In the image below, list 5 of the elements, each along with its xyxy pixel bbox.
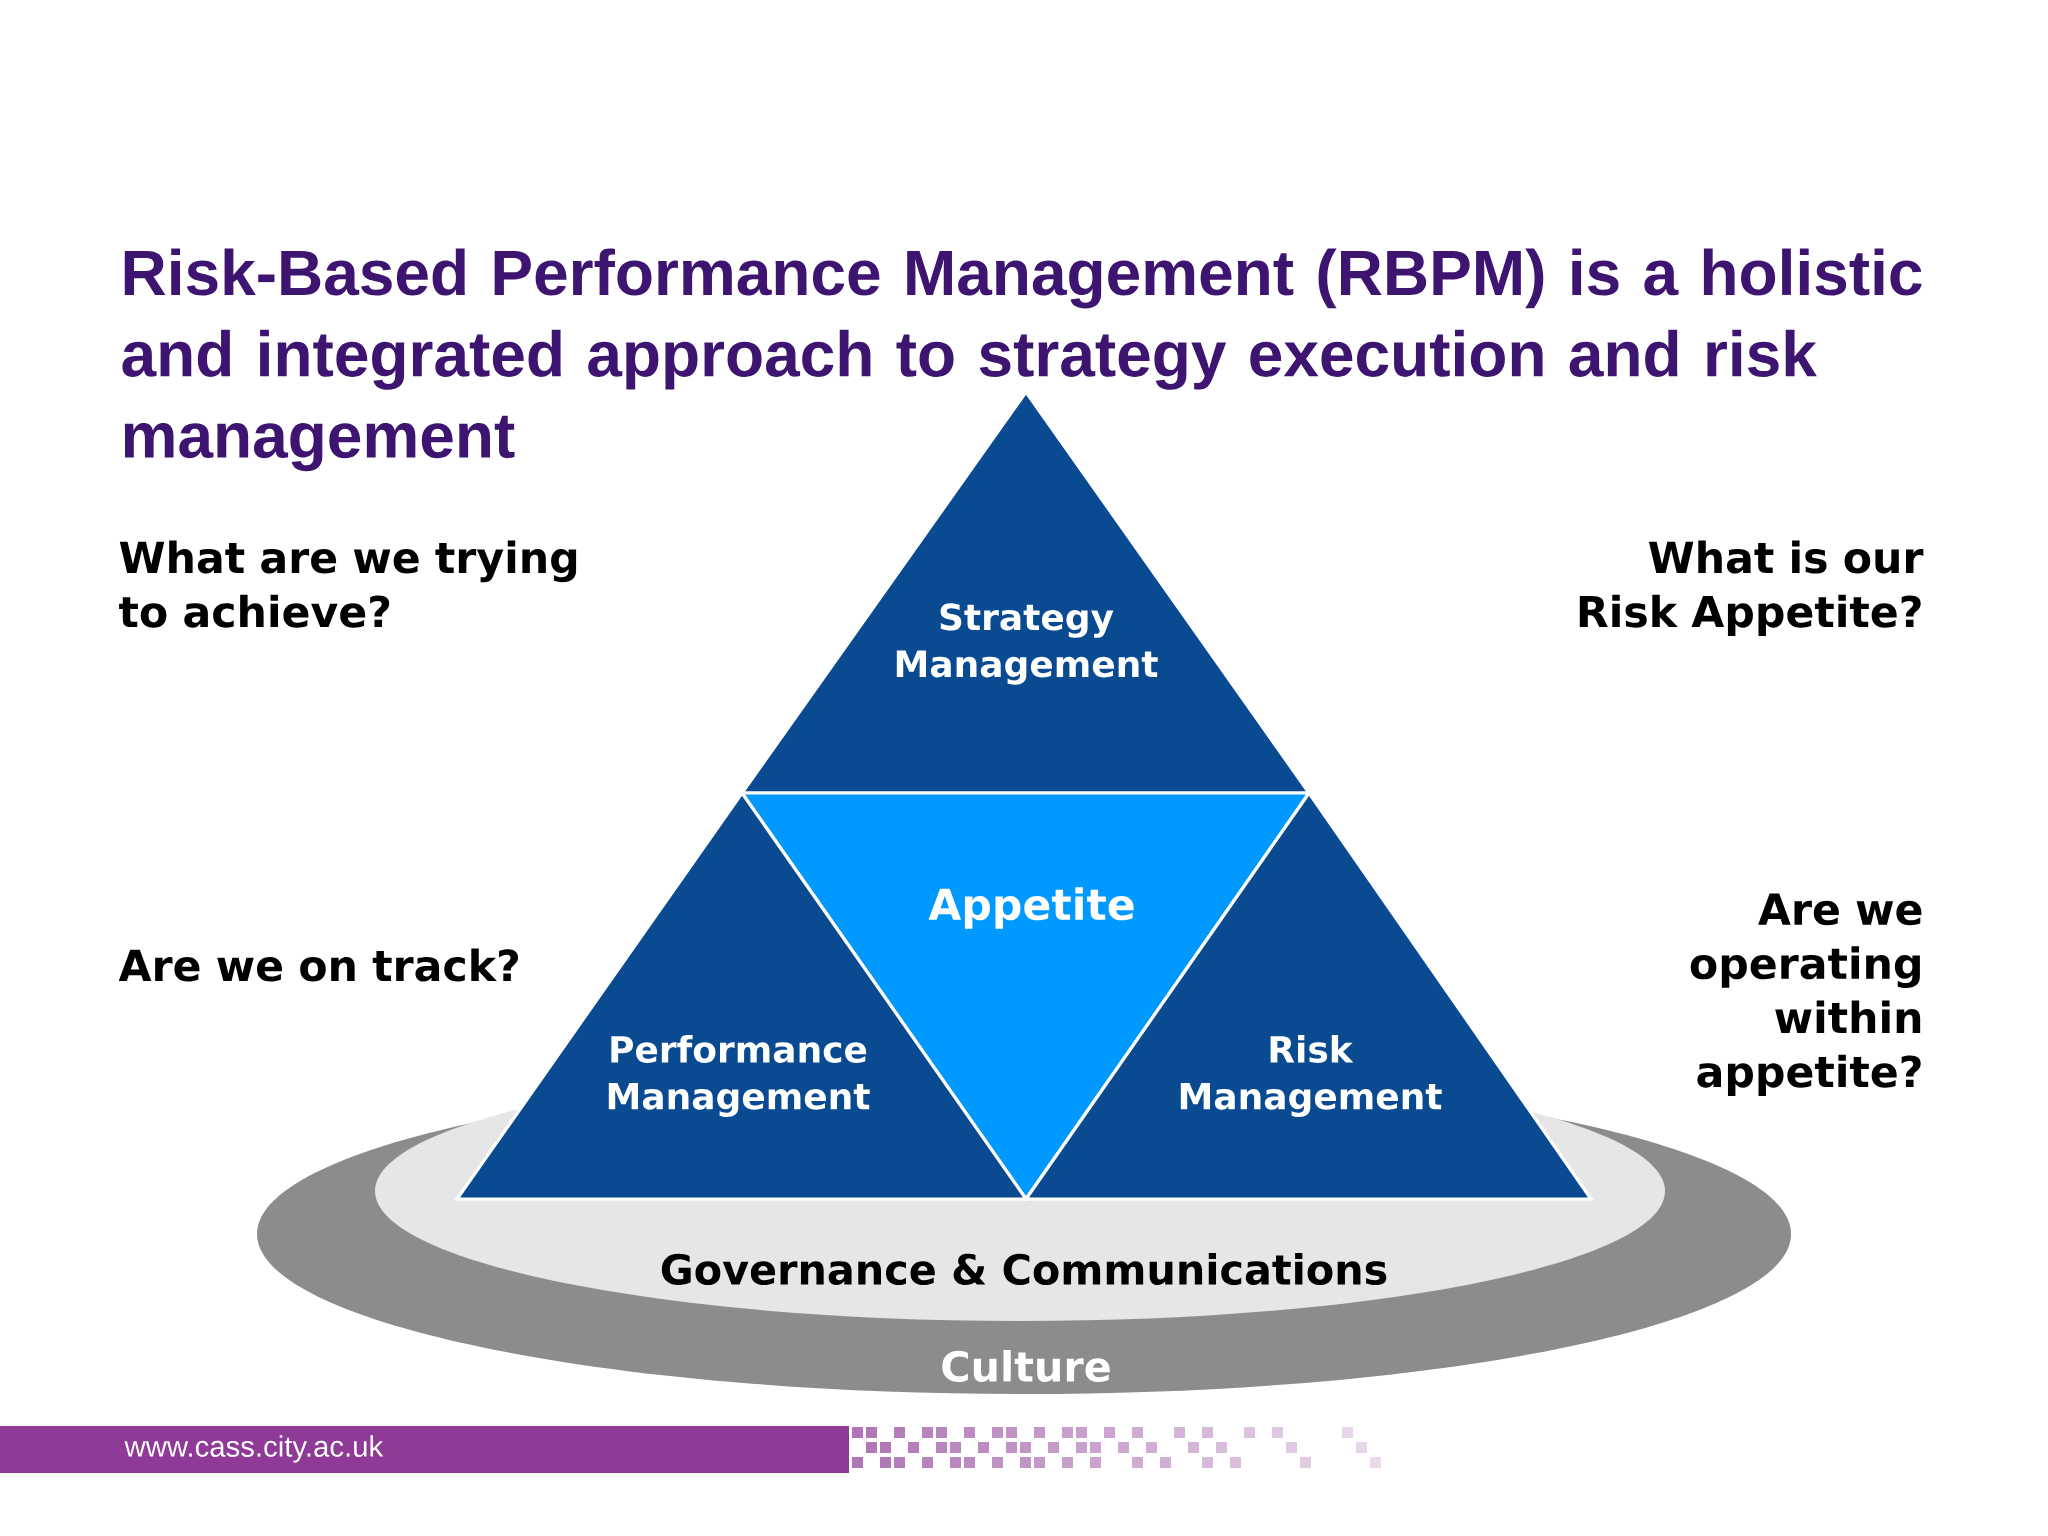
question-text: What are we trying to achieve? [119, 540, 577, 628]
question-text: Are we on track? [118, 948, 519, 982]
question-text: What is our Risk Appetite? [1579, 540, 1924, 636]
footer-bar: www.cass.city.ac.uk [0, 1426, 849, 1473]
title: Risk-Based Performance Management (RBPM) is a holistic and integrated approach to strategy execution and risk management [122, 248, 1922, 472]
